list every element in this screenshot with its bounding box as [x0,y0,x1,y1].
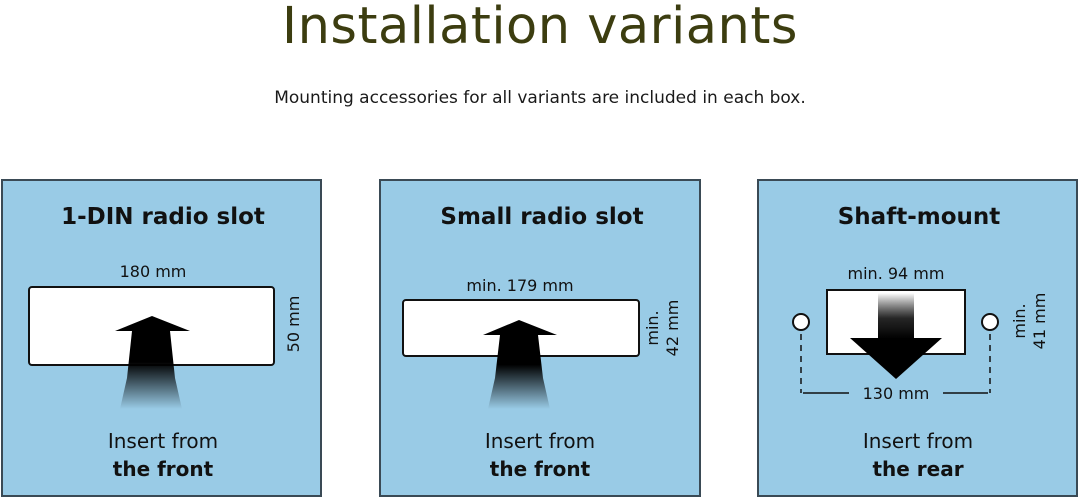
svg-text:42 mm: 42 mm [663,300,682,357]
spacing-dimension-line [800,334,991,394]
mounting-hole-right [981,313,999,331]
insert-label: Insert from [108,429,218,453]
panel-1din-radio-slot: 1-DIN radio slot 180 mm 50 mm Insert fro… [1,179,322,497]
page-subtitle: Mounting accessories for all variants ar… [274,88,806,108]
height-label: 50 mm [284,296,303,353]
height-label: min. 41 mm [1010,293,1049,350]
mounting-hole-left [792,313,810,331]
panel-heading: Small radio slot [440,204,643,230]
insert-direction: the front [490,457,591,481]
width-label: min. 179 mm [466,276,573,295]
panel-heading: 1-DIN radio slot [61,204,265,230]
page-title: Installation variants [282,0,798,56]
svg-text:41 mm: 41 mm [1030,293,1049,350]
panel-small-radio-slot: Small radio slot min. 179 mm min. 42 mm … [379,179,701,497]
panel-heading: Shaft-mount [838,204,1001,230]
insert-label: Insert from [485,429,595,453]
spacing-label: 130 mm [863,384,930,403]
arrow-down-icon [850,293,942,379]
width-label: min. 94 mm [848,264,945,283]
insert-direction: the front [113,457,214,481]
svg-text:min.: min. [1010,303,1029,338]
height-label: min. 42 mm [643,300,682,357]
panel-shaft-mount: Shaft-mount min. 94 mm 130 mm min. 41 mm… [757,179,1078,497]
insert-direction: the rear [872,457,963,481]
insert-label: Insert from [863,429,973,453]
svg-text:min.: min. [643,310,662,345]
arrow-up-icon [483,320,557,409]
width-label: 180 mm [120,262,187,281]
arrow-up-icon [115,316,190,409]
